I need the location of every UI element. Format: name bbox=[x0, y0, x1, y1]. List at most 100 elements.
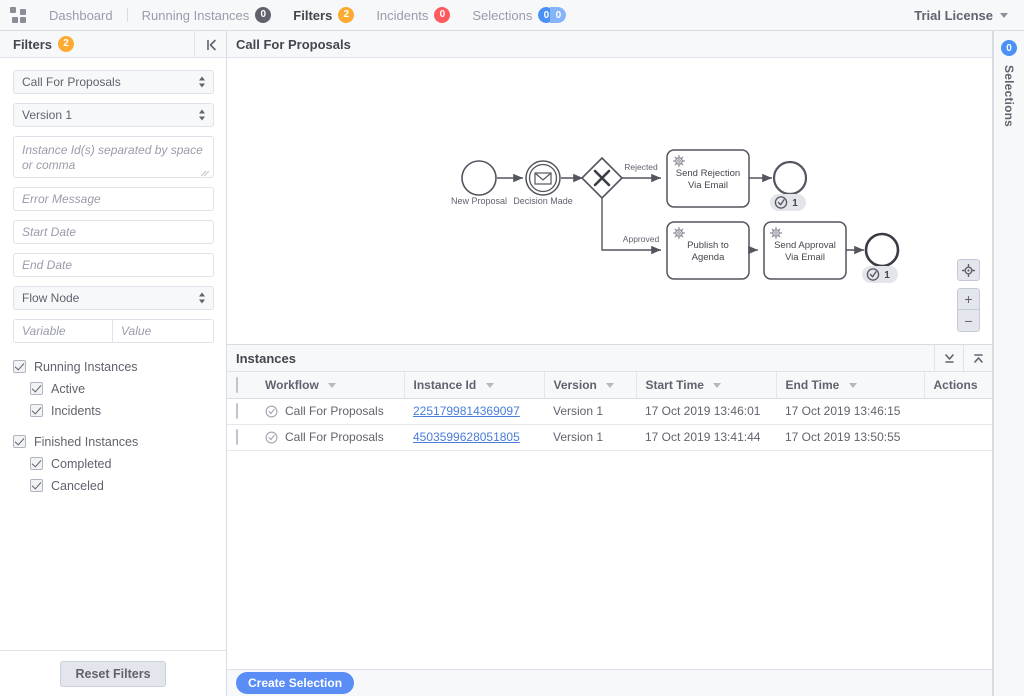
checkbox-label: Active bbox=[51, 381, 86, 396]
column-header-actions: Actions bbox=[923, 372, 992, 399]
bpmn-end-badge-rejected: 1 bbox=[770, 194, 806, 211]
variable-value-input[interactable]: Value bbox=[113, 319, 214, 343]
bpmn-end-event-rejected[interactable] bbox=[772, 160, 808, 196]
bpmn-task-label-line1: Publish to bbox=[687, 240, 729, 251]
diagram-title: Call For Proposals bbox=[236, 36, 351, 52]
bpmn-task-publish-to-agenda[interactable]: Publish to Agenda bbox=[666, 221, 750, 280]
version-select[interactable]: Version 1 bbox=[13, 103, 214, 127]
column-label-version: Version bbox=[553, 377, 597, 392]
bpmn-start-event[interactable]: New Proposal bbox=[451, 160, 507, 206]
column-header-start-time[interactable]: Start Time bbox=[635, 372, 776, 399]
collapse-left-icon[interactable] bbox=[194, 31, 226, 58]
selections-rail-label: Selections bbox=[1002, 65, 1016, 128]
diagram-header: Call For Proposals bbox=[227, 31, 992, 58]
cell-start-time: 17 Oct 2019 13:41:44 bbox=[636, 424, 776, 451]
reset-zoom-icon[interactable] bbox=[957, 259, 980, 281]
cell-start-time: 17 Oct 2019 13:46:01 bbox=[636, 398, 776, 425]
nav-label-incidents: Incidents bbox=[376, 7, 429, 23]
badge-selections: 0 0 bbox=[538, 7, 567, 23]
checkbox-running-instances[interactable]: Running Instances bbox=[13, 357, 213, 376]
start-date-input[interactable]: Start Date bbox=[13, 220, 214, 244]
workflow-select[interactable]: Call For Proposals bbox=[13, 70, 214, 94]
variable-name-input[interactable]: Variable bbox=[13, 319, 113, 343]
bpmn-task-label-line2: Via Email bbox=[688, 180, 728, 191]
resize-handle[interactable] bbox=[203, 167, 211, 175]
nav-label-running-instances: Running Instances bbox=[141, 7, 250, 23]
body-wrapper: Filters 2 Call For Proposals Version 1 bbox=[0, 31, 1024, 696]
checkbox-canceled[interactable]: Canceled bbox=[13, 476, 213, 495]
row-checkbox[interactable] bbox=[236, 403, 238, 419]
sort-caret-icon bbox=[713, 383, 722, 389]
badge-running-instances: 0 bbox=[255, 7, 272, 23]
row-checkbox[interactable] bbox=[236, 429, 238, 445]
end-date-input[interactable]: End Date bbox=[13, 253, 214, 277]
checkmark-icon bbox=[30, 457, 43, 470]
bpmn-exclusive-gateway[interactable] bbox=[580, 156, 624, 200]
row-select-cell bbox=[227, 398, 256, 425]
bpmn-end-badge-count: 1 bbox=[792, 198, 798, 209]
nav-label-dashboard: Dashboard bbox=[49, 7, 113, 23]
create-selection-button[interactable]: Create Selection bbox=[236, 672, 355, 694]
bpmn-canvas[interactable]: New Proposal Decision Made bbox=[227, 58, 992, 344]
table-row[interactable]: Call For Proposals 2251799814369097 Vers… bbox=[227, 398, 992, 425]
nav-item-dashboard[interactable]: Dashboard bbox=[38, 0, 124, 31]
zoom-in-button[interactable]: + bbox=[957, 288, 980, 310]
nav-item-selections[interactable]: Selections 0 0 bbox=[461, 0, 577, 31]
nav-label-selections: Selections bbox=[472, 7, 533, 23]
reset-filters-button[interactable]: Reset Filters bbox=[60, 660, 166, 687]
selections-rail[interactable]: 0 Selections bbox=[993, 31, 1024, 696]
bpmn-task-send-approval[interactable]: Send Approval Via Email bbox=[763, 221, 847, 280]
instances-footer: Create Selection bbox=[227, 669, 992, 696]
bpmn-message-event-label: Decision Made bbox=[513, 196, 573, 206]
filters-footer: Reset Filters bbox=[0, 650, 226, 696]
instances-header: Instances bbox=[227, 345, 992, 372]
filters-count-badge: 2 bbox=[58, 36, 75, 52]
grid-logo-icon[interactable] bbox=[10, 7, 26, 23]
start-date-placeholder: Start Date bbox=[22, 225, 77, 239]
zoom-out-button[interactable]: − bbox=[957, 310, 980, 332]
column-label-start-time: Start Time bbox=[645, 377, 704, 392]
flow-node-select[interactable]: Flow Node bbox=[13, 286, 214, 310]
bpmn-end-event-approved[interactable] bbox=[864, 232, 900, 268]
checkmark-icon bbox=[30, 479, 43, 492]
error-message-input[interactable]: Error Message bbox=[13, 187, 214, 211]
nav-item-running-instances[interactable]: Running Instances 0 bbox=[131, 0, 283, 31]
filters-panel-header: Filters 2 bbox=[0, 31, 226, 58]
column-label-workflow: Workflow bbox=[265, 377, 319, 392]
column-header-instance-id[interactable]: Instance Id bbox=[403, 372, 544, 399]
nav-item-filters[interactable]: Filters 2 bbox=[282, 0, 365, 31]
column-header-end-time[interactable]: End Time bbox=[775, 372, 924, 399]
cell-workflow: Call For Proposals bbox=[256, 398, 404, 425]
select-all-checkbox[interactable] bbox=[236, 376, 238, 393]
checkbox-incidents[interactable]: Incidents bbox=[13, 401, 213, 420]
cell-actions bbox=[924, 424, 992, 451]
nav-label-filters: Filters bbox=[293, 7, 333, 23]
bpmn-message-event[interactable]: Decision Made bbox=[513, 160, 573, 206]
column-header-workflow[interactable]: Workflow bbox=[256, 372, 404, 399]
cell-end-time: 17 Oct 2019 13:46:15 bbox=[776, 398, 924, 425]
bpmn-task-send-rejection[interactable]: Send Rejection Via Email bbox=[666, 149, 750, 208]
cell-instance-id: 4503599628051805 bbox=[404, 424, 544, 451]
checkbox-finished-instances[interactable]: Finished Instances bbox=[13, 432, 213, 451]
instances-header-actions bbox=[934, 345, 992, 372]
checkbox-completed[interactable]: Completed bbox=[13, 454, 213, 473]
expand-all-icon[interactable] bbox=[934, 345, 963, 372]
instance-id-link[interactable]: 2251799814369097 bbox=[413, 404, 520, 418]
bpmn-task-label-line1: Send Rejection bbox=[676, 168, 740, 179]
table-row[interactable]: Call For Proposals 4503599628051805 Vers… bbox=[227, 424, 992, 451]
bpmn-task-label-line2: Agenda bbox=[692, 252, 725, 263]
variable-filter-row: Variable Value bbox=[13, 319, 214, 343]
badge-incidents: 0 bbox=[434, 7, 451, 23]
checkbox-active[interactable]: Active bbox=[13, 379, 213, 398]
cell-version: Version 1 bbox=[544, 424, 636, 451]
column-header-version[interactable]: Version bbox=[543, 372, 636, 399]
nav-item-incidents[interactable]: Incidents 0 bbox=[365, 0, 461, 31]
zoom-controls: + − bbox=[957, 259, 980, 332]
collapse-all-icon[interactable] bbox=[963, 345, 992, 372]
instance-id-link[interactable]: 4503599628051805 bbox=[413, 430, 520, 444]
service-task-gear-icon bbox=[672, 154, 686, 168]
column-label-end-time: End Time bbox=[785, 377, 840, 392]
license-dropdown[interactable]: Trial License bbox=[914, 8, 1008, 23]
instance-ids-textarea[interactable]: Instance Id(s) separated by space or com… bbox=[13, 136, 214, 178]
